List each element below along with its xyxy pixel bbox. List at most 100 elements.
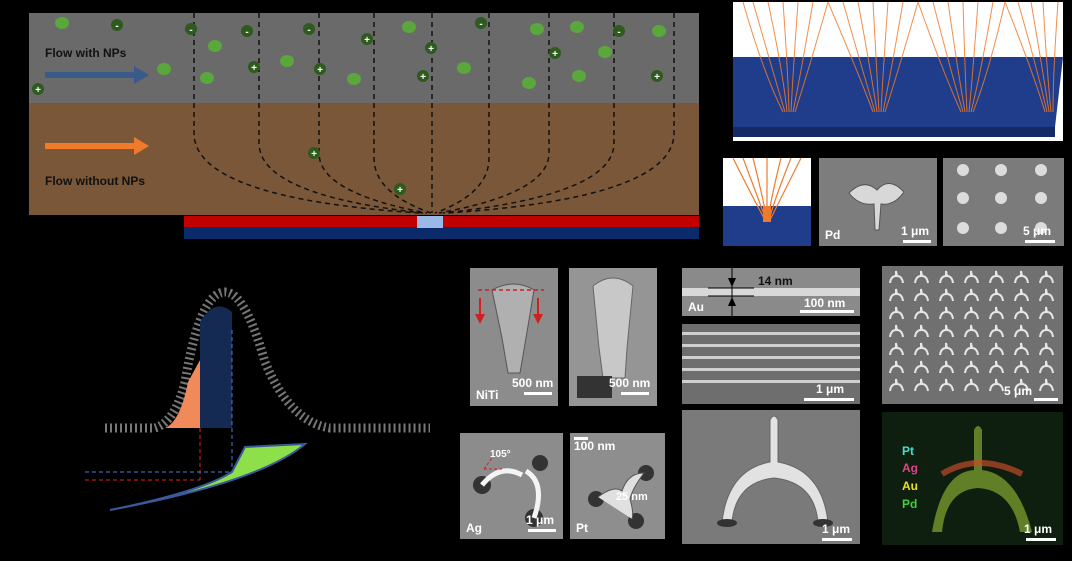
- pt-material-label: Pt: [576, 521, 588, 535]
- arch-array-item: [939, 378, 954, 392]
- ag-angle-label: 105°: [490, 449, 511, 460]
- arch-array-item: [1039, 270, 1054, 284]
- arch-array-item: [939, 270, 954, 284]
- niti-scale-label: 500 nm: [512, 376, 554, 390]
- pd-scale-label: 1 μm: [901, 224, 930, 238]
- pt-gap-label: 25 nm: [616, 491, 648, 503]
- arch-array-item: [939, 324, 954, 338]
- niti-scale-bar: [524, 392, 552, 395]
- lines-scale-label: 1 μm: [816, 382, 845, 396]
- field-line-render: [733, 2, 1063, 141]
- sem-pt: 100 nm 25 nm Pt: [570, 433, 665, 539]
- sem-pd-array: 5 μm: [943, 158, 1064, 246]
- svg-text:-: -: [479, 19, 482, 30]
- arch-array-item: [914, 324, 929, 338]
- arch-array-item: [1039, 378, 1054, 392]
- eds-scale-bar: [1026, 538, 1056, 541]
- arch-array-item: [889, 270, 904, 284]
- arch-array-item: [1039, 342, 1054, 356]
- sem-pd-single: Pd 1 μm: [819, 158, 937, 246]
- arch-array-item: [989, 342, 1004, 356]
- arch-array-item: [889, 324, 904, 338]
- arch-array-svg: [889, 270, 1054, 392]
- au-material-label: Au: [688, 300, 704, 314]
- eds-pd-label: Pd: [902, 497, 918, 511]
- pt-top-scale-label: 100 nm: [574, 439, 616, 453]
- arch-array-item: [1014, 288, 1029, 302]
- flow-without-label: Flow without NPs: [45, 174, 145, 188]
- arch-array-item: [939, 342, 954, 356]
- sem-line-array: 1 μm: [682, 324, 860, 404]
- arch-array-item: [1014, 306, 1029, 320]
- arch-array-item: [889, 288, 904, 302]
- flow-with-label: Flow with NPs: [45, 46, 127, 60]
- arch-array-item: [989, 270, 1004, 284]
- arch-array-item: [939, 306, 954, 320]
- arch-array-item: [964, 378, 979, 392]
- pd-array-scale-bar: [1025, 240, 1055, 243]
- arch-array-item: [1014, 378, 1029, 392]
- arch-array-item: [914, 270, 929, 284]
- svg-text:+: +: [552, 49, 558, 60]
- svg-text:-: -: [115, 21, 118, 32]
- svg-text:+: +: [35, 85, 41, 96]
- flow-schematic-svg: - - - - - - + + + + + + + + + +: [29, 13, 699, 239]
- pd-scale-bar: [903, 240, 931, 243]
- arch-array-item: [939, 360, 954, 374]
- svg-text:+: +: [317, 65, 323, 76]
- eds-scale-label: 1 μm: [1024, 522, 1053, 536]
- arch-array-item: [889, 360, 904, 374]
- arch-array-item: [964, 288, 979, 302]
- sem-ag: 105° Ag 1 μm: [460, 433, 563, 539]
- sem-niti-2: 500 nm: [569, 268, 657, 406]
- sem-arch: 1 μm: [682, 410, 860, 544]
- svg-text:+: +: [654, 72, 660, 83]
- au-width-label: 14 nm: [758, 274, 793, 288]
- pd-structure-svg: [848, 183, 905, 231]
- sem-niti-1: NiTi 500 nm: [470, 268, 558, 406]
- ag-material-label: Ag: [466, 521, 482, 535]
- svg-text:-: -: [189, 25, 192, 36]
- svg-text:+: +: [251, 63, 257, 74]
- arch-array-item: [1014, 342, 1029, 356]
- arch-array-item: [1039, 324, 1054, 338]
- eds-ag-label: Ag: [902, 461, 918, 475]
- eds-au-label: Au: [902, 479, 918, 493]
- arch-array-item: [989, 306, 1004, 320]
- lines-scale-bar: [804, 398, 854, 401]
- svg-text:-: -: [617, 27, 620, 38]
- arch-array-item: [914, 306, 929, 320]
- spectrum-plot-svg: [85, 287, 430, 511]
- arch-array-item: [889, 378, 904, 392]
- arch-array-item: [1014, 324, 1029, 338]
- svg-text:-: -: [245, 27, 248, 38]
- ag-scale-bar: [528, 529, 556, 532]
- eds-map-svg: [932, 426, 1032, 532]
- arch-array-item: [964, 270, 979, 284]
- niti-2-svg: [577, 277, 634, 398]
- svg-text:-: -: [307, 25, 310, 36]
- field-line-zoom-svg: [723, 158, 811, 246]
- arch-array-item: [1039, 360, 1054, 374]
- svg-text:+: +: [397, 185, 403, 196]
- pd-material-label: Pd: [825, 228, 841, 242]
- sem-au-line: 14 nm Au 100 nm: [682, 268, 860, 316]
- arch-array-item: [914, 288, 929, 302]
- arch-svg: [717, 415, 833, 527]
- svg-text:+: +: [428, 44, 434, 55]
- ag-scale-label: 1 μm: [526, 513, 555, 527]
- niti-1-svg: [475, 283, 544, 374]
- arch-array-scale-label: 5 μm: [1004, 384, 1033, 398]
- svg-text:+: +: [311, 149, 317, 160]
- arch-array-item: [914, 360, 929, 374]
- arch-array-item: [964, 306, 979, 320]
- niti-2-scale-bar: [621, 392, 649, 395]
- arch-array-item: [964, 324, 979, 338]
- arch-array-item: [889, 306, 904, 320]
- arch-array-item: [914, 378, 929, 392]
- arch-array-item: [889, 342, 904, 356]
- field-line-zoom: [723, 158, 811, 246]
- arch-array-item: [989, 378, 1004, 392]
- pt-svg: [588, 465, 654, 529]
- arch-array-item: [964, 360, 979, 374]
